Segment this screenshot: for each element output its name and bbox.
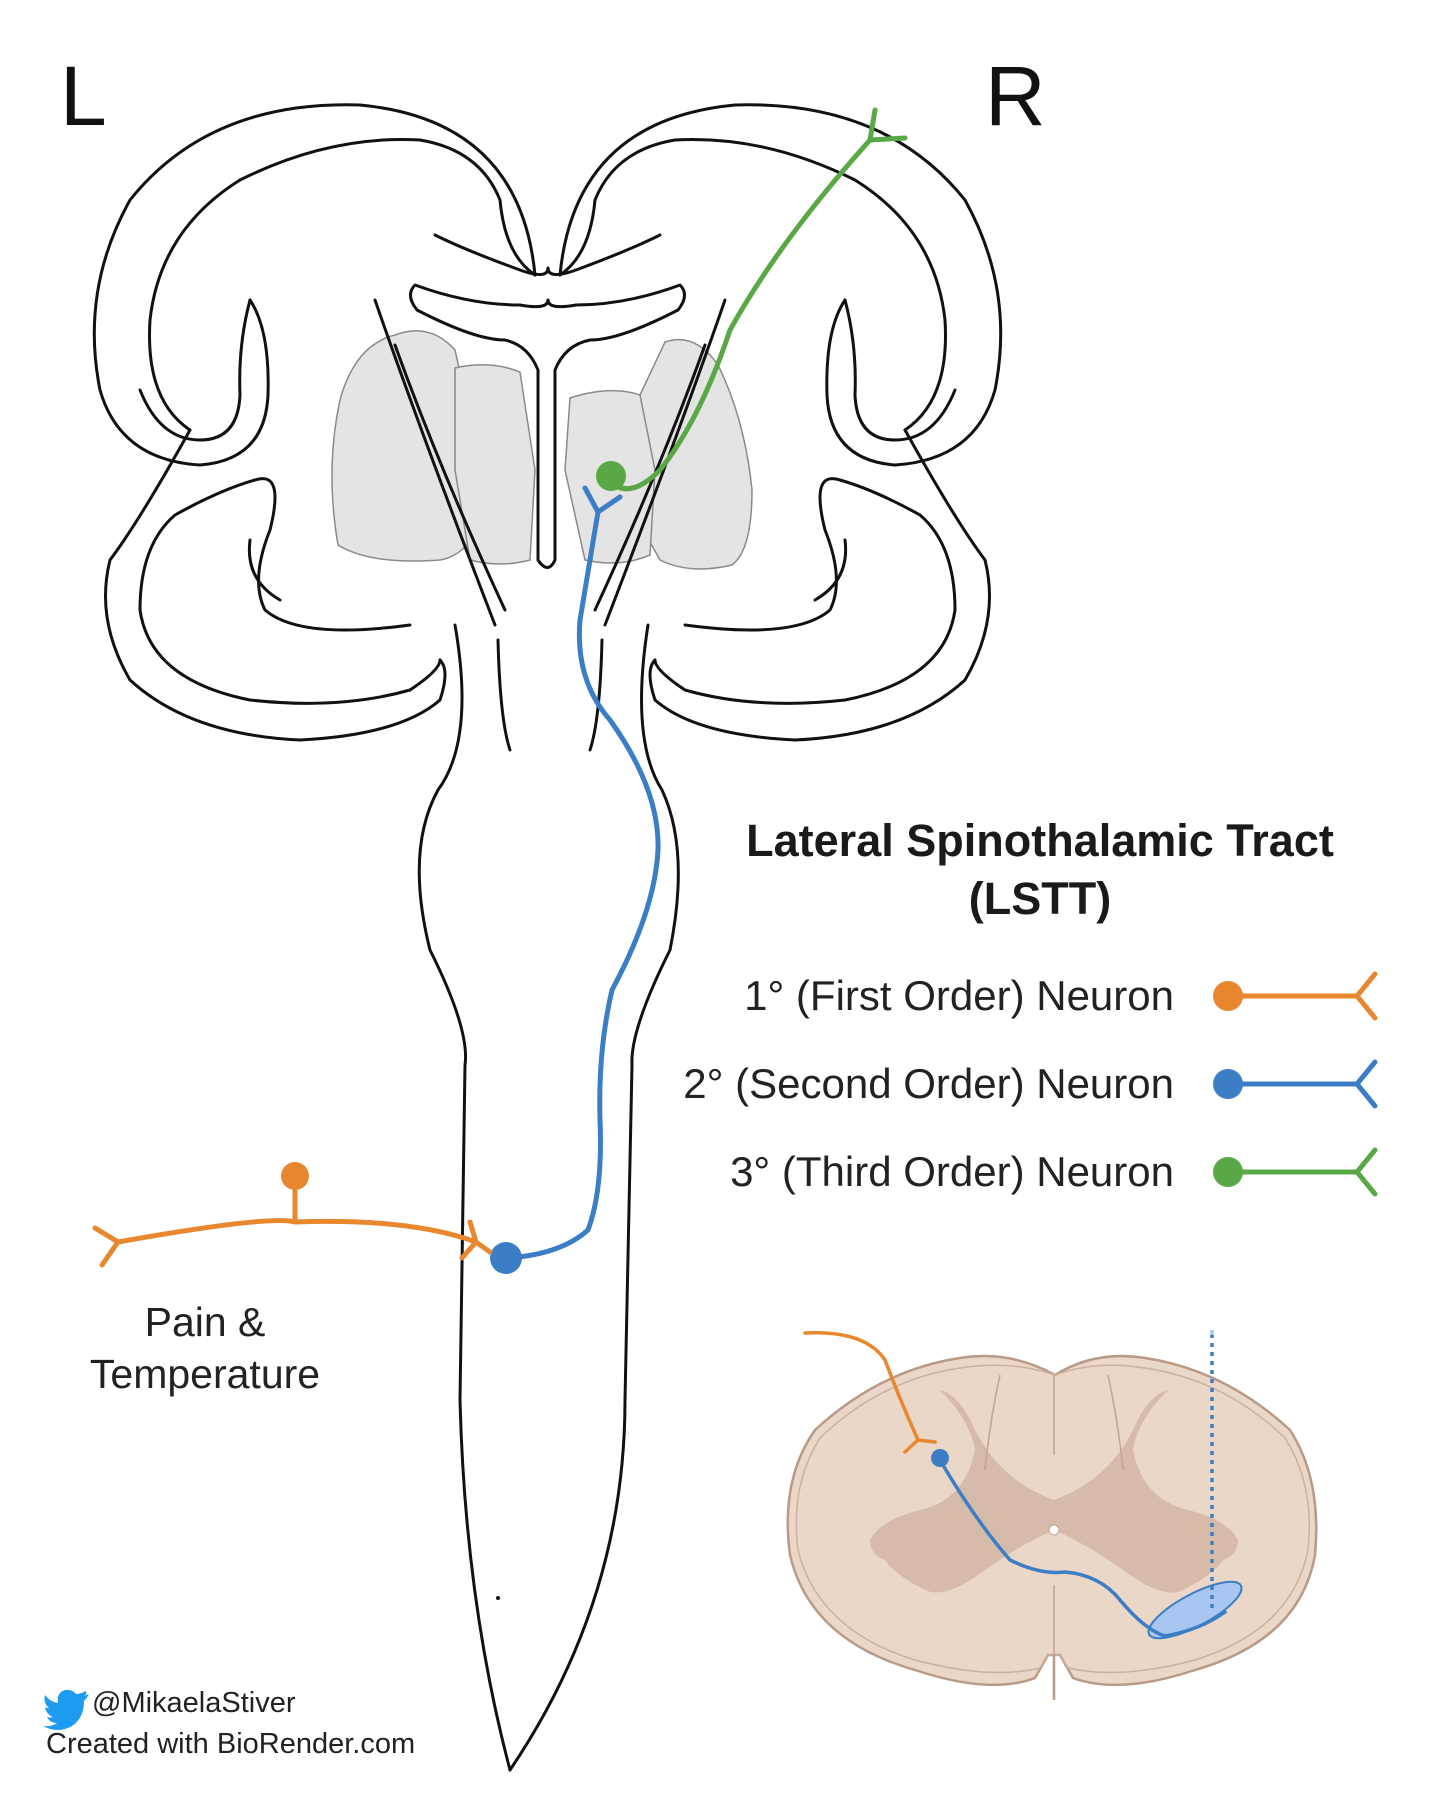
- legend-second-order-label: 2° (Second Order) Neuron: [683, 1060, 1174, 1107]
- sensation-label: Pain & Temperature: [40, 1296, 370, 1400]
- legend-third-order-symbol: [1213, 1147, 1378, 1197]
- thalamus: [331, 330, 753, 570]
- first-order-neuron: [92, 1179, 493, 1268]
- sensation-line-2: Temperature: [89, 1351, 321, 1397]
- right-side-label: R: [985, 49, 1046, 143]
- sensation-line-1: Pain &: [144, 1299, 266, 1345]
- twitter-handle[interactable]: @MikaelaStiver: [92, 1687, 296, 1719]
- title-line-1: Lateral Spinothalamic Tract: [746, 815, 1334, 866]
- spinal-cord-cross-section: [786, 1330, 1318, 1700]
- second-order-neuron-soma: [490, 1242, 522, 1274]
- third-order-neuron-soma: [596, 461, 626, 491]
- left-side-label: L: [60, 49, 107, 143]
- diagram-title: Lateral Spinothalamic Tract (LSTT): [740, 812, 1340, 928]
- title-line-2: (LSTT): [968, 873, 1112, 924]
- twitter-bird-icon: [43, 1689, 89, 1730]
- first-order-neuron-soma: [281, 1162, 309, 1190]
- legend-third-order-label: 3° (Third Order) Neuron: [730, 1148, 1174, 1195]
- legend-first-order-symbol: [1213, 971, 1378, 1021]
- created-with-credit: Created with BioRender.com: [46, 1728, 416, 1760]
- second-order-neuron: [503, 485, 661, 1261]
- brain-outline: [92, 103, 1003, 1772]
- legend-second-order-symbol: [1213, 1059, 1378, 1109]
- third-order-neuron: [608, 107, 908, 492]
- legend-first-order-label: 1° (First Order) Neuron: [744, 972, 1174, 1019]
